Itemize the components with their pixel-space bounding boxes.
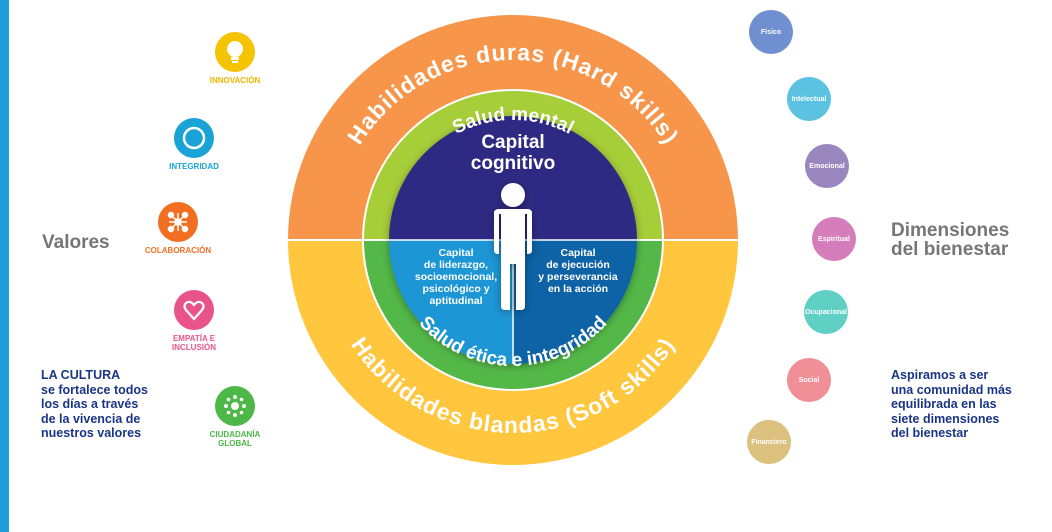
center-top-quadrant bbox=[389, 116, 637, 240]
leadership-capital-text: Capital de liderazgo, socioemocional, ps… bbox=[415, 247, 497, 307]
globe-dots-icon bbox=[215, 386, 255, 426]
value-label-colaboracion: COLABORACIÓN bbox=[144, 246, 212, 255]
svg-text:aptitudinal: aptitudinal bbox=[429, 295, 482, 307]
svg-text:Capital: Capital bbox=[438, 247, 473, 259]
value-item-integridad: INTEGRIDAD bbox=[134, 118, 254, 171]
svg-text:socioemocional,: socioemocional, bbox=[415, 271, 497, 283]
heart-icon bbox=[174, 290, 214, 330]
value-label-integridad: INTEGRIDAD bbox=[169, 162, 219, 171]
values-title: Valores bbox=[42, 232, 110, 253]
center-right-quadrant bbox=[513, 240, 637, 364]
svg-text:Capital: Capital bbox=[560, 247, 595, 259]
circle-icon bbox=[174, 118, 214, 158]
person-icon bbox=[494, 183, 532, 310]
value-label-empatia: EMPATÍA E INCLUSIÓN bbox=[172, 334, 216, 352]
center-left-quadrant bbox=[389, 240, 513, 364]
network-icon bbox=[158, 202, 198, 242]
svg-text:en la acción: en la acción bbox=[548, 283, 608, 295]
dimension-bubble-espiritual: Espiritual bbox=[812, 217, 856, 261]
value-item-innovacion: INNOVACIÓN bbox=[175, 32, 295, 85]
left-accent-bar bbox=[0, 0, 9, 532]
dimension-bubble-fisico: Físico bbox=[749, 10, 793, 54]
aspiration-text: Aspiramos a ser una comunidad más equili… bbox=[891, 368, 1012, 440]
svg-text:y perseverancia: y perseverancia bbox=[538, 271, 618, 283]
dimensions-title: Dimensiones del bienestar bbox=[891, 220, 1010, 260]
lightbulb-icon bbox=[215, 32, 255, 72]
dimension-bubble-emocional: Emocional bbox=[805, 144, 849, 188]
dimension-bubble-ocupacional: Ocupacional bbox=[804, 290, 848, 334]
execution-capital-text: Capital de ejecución y perseverancia en … bbox=[538, 247, 618, 295]
dimension-bubble-intelectual: Intelectual bbox=[787, 77, 831, 121]
svg-text:de ejecución: de ejecución bbox=[546, 259, 610, 271]
value-item-empatia: EMPATÍA E INCLUSIÓN bbox=[134, 290, 254, 352]
value-label-ciudadania: CIUDADANÍA GLOBAL bbox=[209, 430, 261, 448]
dimension-bubble-financiero: Financiero bbox=[747, 420, 791, 464]
center-title-line1: Capital bbox=[481, 132, 544, 153]
svg-text:de liderazgo,: de liderazgo, bbox=[424, 259, 488, 271]
svg-text:psicológico y: psicológico y bbox=[422, 283, 489, 295]
culture-text: LA CULTURA se fortalece todos los días a… bbox=[41, 368, 148, 440]
value-item-ciudadania: CIUDADANÍA GLOBAL bbox=[175, 386, 295, 448]
dimension-bubble-social: Social bbox=[787, 358, 831, 402]
value-label-innovacion: INNOVACIÓN bbox=[209, 76, 261, 85]
value-item-colaboracion: COLABORACIÓN bbox=[118, 202, 238, 255]
center-title-line2: cognitivo bbox=[471, 153, 555, 174]
